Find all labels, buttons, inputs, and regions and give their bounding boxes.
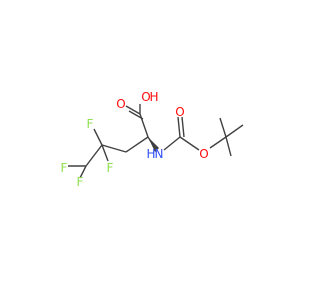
- bond-ccarb-o-double-b: [181, 116, 185, 138]
- atom-labels: O O H N H O O F F F F: [61, 90, 209, 189]
- bond-cgamma-f2: [101, 144, 109, 162]
- bond-n-ccarb: [163, 136, 181, 151]
- atom-h-amine: H: [146, 147, 155, 161]
- atom-f3: F: [61, 161, 68, 175]
- bonds: [68, 104, 244, 179]
- molecule-diagram: O O H N H O O F F F F: [60, 90, 244, 189]
- atom-o-hydroxyl: O: [141, 90, 150, 104]
- bond-cbeta-cgamma: [101, 144, 127, 153]
- stereo-wedge-bond: [148, 137, 159, 152]
- atom-f1: F: [87, 117, 94, 131]
- atom-f2: F: [107, 161, 114, 175]
- bond-ccarb-o-double-a: [177, 116, 181, 138]
- bond-cgamma-cdelta: [85, 144, 103, 167]
- bond-cq-me2: [225, 124, 244, 138]
- atom-o-carbonyl-boc: O: [175, 105, 184, 119]
- bond-cgamma-f1: [93, 128, 103, 146]
- bond-cdelta-f4: [79, 165, 87, 179]
- atom-f4: F: [77, 175, 84, 189]
- structure-svg: O O H N H O O F F F F: [61, 90, 244, 189]
- bond-cq-me1: [219, 117, 227, 138]
- bond-cq-me3: [225, 136, 232, 157]
- bond-oester-cq: [209, 136, 227, 149]
- bond-calpha-cacid: [139, 113, 149, 138]
- bond-ccarb-oester: [179, 136, 200, 151]
- atom-o-carbonyl-acid: O: [116, 97, 125, 111]
- bond-calpha-cbeta: [125, 136, 149, 153]
- atom-n: N: [155, 147, 164, 161]
- atom-h-hydroxyl: H: [149, 90, 158, 104]
- bond-cacid-o-double-a: [125, 105, 141, 115]
- atom-o-ester: O: [199, 147, 208, 161]
